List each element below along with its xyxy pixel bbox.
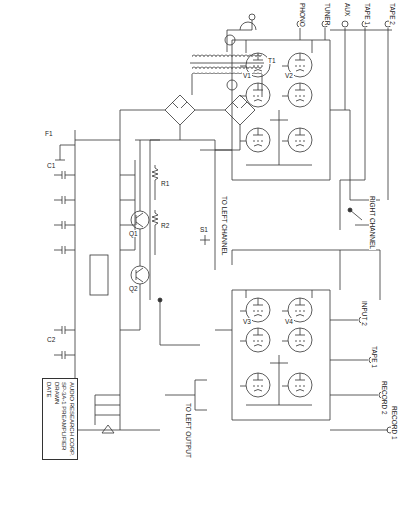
jack-label: TAPE 1 bbox=[364, 2, 371, 26]
title-text: AUDIO RESEARCH CORP. bbox=[68, 382, 76, 456]
title-text: DATE bbox=[45, 382, 53, 456]
jack-label: TAPE 2 bbox=[389, 2, 396, 26]
part-designator: C1 bbox=[46, 162, 56, 169]
part-designator: V1 bbox=[242, 72, 252, 79]
jack-label: TUNER bbox=[324, 2, 331, 26]
jack-label: PHONO bbox=[299, 2, 306, 28]
jack-label: RECORD 2 bbox=[381, 380, 388, 416]
title-text: DRAWN bbox=[53, 382, 61, 456]
wire-note: RIGHT CHANNEL bbox=[369, 195, 376, 250]
part-designator: Q2 bbox=[128, 285, 139, 292]
part-designator: V2 bbox=[284, 72, 294, 79]
jack-label: AUX bbox=[344, 2, 351, 17]
part-designator: R2 bbox=[160, 222, 170, 229]
jack-label: RECORD 1 bbox=[391, 405, 398, 441]
part-designator: Q1 bbox=[128, 230, 139, 237]
part-designator: T1 bbox=[267, 57, 277, 64]
title-text: SP-3A-1 PREAMPLIFIER bbox=[60, 382, 68, 456]
part-designator: S1 bbox=[199, 226, 209, 233]
part-designator: F1 bbox=[44, 130, 54, 137]
wire-note: TO LEFT OUTPUT bbox=[185, 402, 192, 459]
jack-label: INPUT 2 bbox=[361, 300, 368, 327]
part-designator: V3 bbox=[242, 318, 252, 325]
title-block: AUDIO RESEARCH CORP.SP-3A-1 PREAMPLIFIER… bbox=[42, 378, 78, 460]
part-designator: V4 bbox=[284, 318, 294, 325]
part-designator: C2 bbox=[46, 336, 56, 343]
jack-label: TAPE 1 bbox=[371, 345, 378, 369]
wire-note: TO LEFT CHANNEL bbox=[221, 195, 228, 256]
part-designator: R1 bbox=[160, 180, 170, 187]
